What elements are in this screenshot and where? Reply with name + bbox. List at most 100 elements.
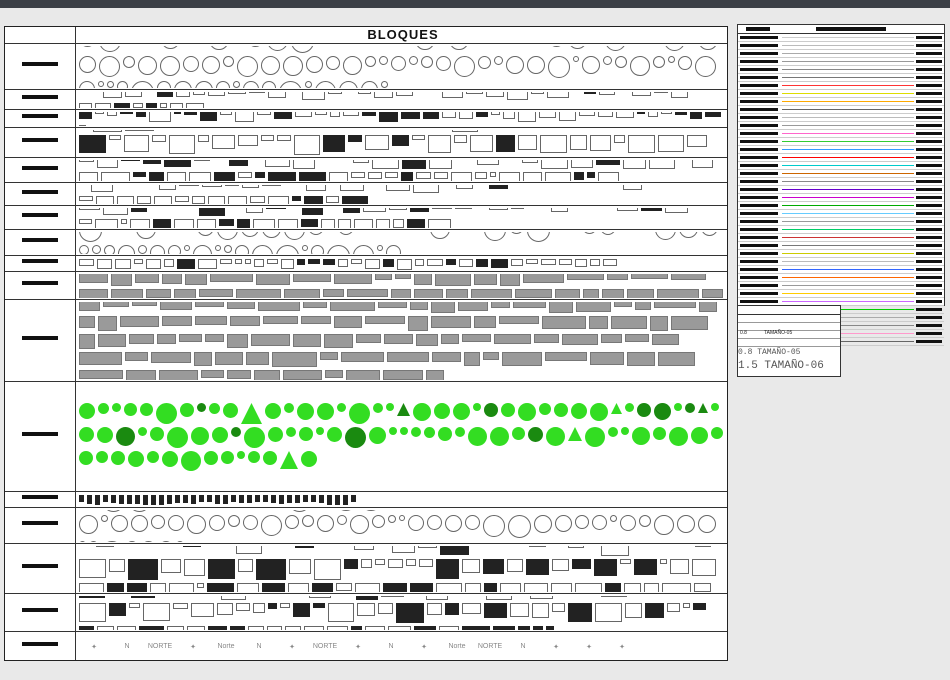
doors-block-icon[interactable]	[243, 515, 258, 530]
lamps-block-icon[interactable]	[449, 46, 469, 50]
person-block-icon[interactable]	[319, 495, 324, 503]
person-block-icon[interactable]	[111, 495, 116, 503]
details-block-icon[interactable]	[483, 558, 504, 574]
lamps-block-icon[interactable]	[664, 46, 685, 51]
person-block-icon[interactable]	[103, 495, 108, 502]
north-arrow-icon[interactable]: ✦	[421, 643, 427, 651]
tree-block-icon[interactable]	[96, 451, 108, 463]
strip-block-icon[interactable]	[274, 112, 292, 119]
furniture-block-icon[interactable]	[692, 160, 713, 168]
doors-block-icon[interactable]	[372, 515, 385, 528]
lamps-block-icon[interactable]	[343, 56, 362, 75]
vehicle-block-icon[interactable]	[500, 274, 520, 286]
levels-block-icon[interactable]	[568, 603, 592, 622]
vehicle-block-icon[interactable]	[251, 333, 290, 346]
layer-row[interactable]	[738, 178, 944, 186]
desks-block-icon[interactable]	[328, 92, 342, 94]
person-block-icon[interactable]	[351, 495, 356, 502]
vehicle-block-icon[interactable]	[324, 333, 353, 348]
doors-block-icon[interactable]	[151, 515, 165, 529]
desks-block-icon[interactable]	[396, 92, 413, 96]
furniture-block-icon[interactable]	[614, 135, 625, 143]
details-block-icon[interactable]	[575, 582, 602, 592]
levels-block-icon[interactable]	[267, 626, 282, 630]
furniture-block-icon[interactable]	[164, 160, 191, 167]
strip-block-icon[interactable]	[219, 219, 234, 226]
north-arrow-icon[interactable]: ✦	[619, 643, 625, 651]
doors-block-icon[interactable]	[677, 515, 695, 533]
doors-block-icon[interactable]	[445, 515, 462, 532]
tree-block-icon[interactable]	[698, 403, 708, 413]
block-row[interactable]	[5, 157, 727, 183]
doors-block-icon[interactable]	[654, 515, 674, 535]
lamps-block-icon[interactable]	[223, 56, 234, 67]
tables-block-icon[interactable]	[215, 244, 221, 251]
furniture-block-icon[interactable]	[299, 172, 326, 181]
furniture-block-icon[interactable]	[228, 196, 247, 204]
details-block-icon[interactable]	[262, 582, 285, 592]
layer-row[interactable]	[738, 186, 944, 194]
furniture-block-icon[interactable]	[365, 135, 389, 150]
details-block-icon[interactable]	[507, 558, 523, 572]
strip-block-icon[interactable]	[323, 258, 335, 265]
furniture-block-icon[interactable]	[167, 172, 186, 181]
strip-block-icon[interactable]	[503, 112, 515, 119]
vehicle-block-icon[interactable]	[534, 333, 559, 343]
desks-block-icon[interactable]	[103, 92, 122, 98]
lamps-block-icon[interactable]	[107, 81, 114, 88]
tree-block-icon[interactable]	[653, 427, 666, 440]
levels-block-icon[interactable]	[601, 596, 627, 597]
layer-row[interactable]	[738, 194, 944, 202]
furniture-block-icon[interactable]	[101, 172, 130, 181]
furniture-block-icon[interactable]	[169, 135, 195, 154]
furniture-block-icon[interactable]	[475, 172, 487, 179]
strip-block-icon[interactable]	[315, 112, 327, 115]
furniture-block-icon[interactable]	[149, 172, 164, 181]
tree-block-icon[interactable]	[473, 403, 481, 411]
lamps-block-icon[interactable]	[216, 81, 230, 88]
details-block-icon[interactable]	[465, 582, 481, 592]
strip-block-icon[interactable]	[278, 219, 298, 228]
strip-block-icon[interactable]	[200, 112, 217, 121]
person-block-icon[interactable]	[279, 495, 284, 504]
strip-block-icon[interactable]	[455, 208, 472, 209]
person-block-icon[interactable]	[327, 495, 332, 505]
vehicle-block-icon[interactable]	[323, 288, 344, 297]
furniture-block-icon[interactable]	[79, 196, 93, 201]
tree-block-icon[interactable]	[128, 451, 144, 467]
details-block-icon[interactable]	[660, 558, 667, 564]
vehicle-block-icon[interactable]	[426, 369, 444, 380]
furniture-block-icon[interactable]	[687, 135, 707, 147]
vehicle-block-icon[interactable]	[194, 351, 212, 366]
tree-block-icon[interactable]	[490, 427, 509, 446]
levels-block-icon[interactable]	[645, 603, 664, 618]
furniture-block-icon[interactable]	[522, 160, 538, 163]
tree-block-icon[interactable]	[204, 451, 218, 465]
furniture-block-icon[interactable]	[304, 196, 323, 204]
details-block-icon[interactable]	[336, 582, 352, 591]
doors-block-icon[interactable]	[131, 515, 148, 532]
vehicle-block-icon[interactable]	[410, 302, 428, 310]
tables-block-icon[interactable]	[241, 232, 259, 237]
levels-block-icon[interactable]	[293, 603, 310, 617]
furniture-block-icon[interactable]	[121, 160, 140, 161]
strip-block-icon[interactable]	[338, 219, 351, 228]
vehicle-block-icon[interactable]	[671, 274, 706, 280]
layer-row[interactable]	[738, 162, 944, 170]
furniture-block-icon[interactable]	[97, 160, 118, 168]
strip-block-icon[interactable]	[198, 258, 217, 269]
vehicle-block-icon[interactable]	[174, 288, 196, 298]
details-block-icon[interactable]	[406, 558, 416, 566]
vehicle-block-icon[interactable]	[650, 315, 668, 331]
person-block-icon[interactable]	[271, 495, 276, 503]
tree-block-icon[interactable]	[711, 427, 723, 439]
strip-block-icon[interactable]	[476, 258, 488, 267]
block-row[interactable]	[5, 127, 727, 158]
strip-block-icon[interactable]	[442, 112, 456, 118]
desks-block-icon[interactable]	[486, 92, 504, 97]
lamps-block-icon[interactable]	[123, 56, 135, 68]
doors-block-icon[interactable]	[698, 515, 716, 533]
lamps-block-icon[interactable]	[161, 46, 180, 49]
tables-block-icon[interactable]	[655, 232, 676, 240]
tables-block-icon[interactable]	[386, 244, 401, 254]
